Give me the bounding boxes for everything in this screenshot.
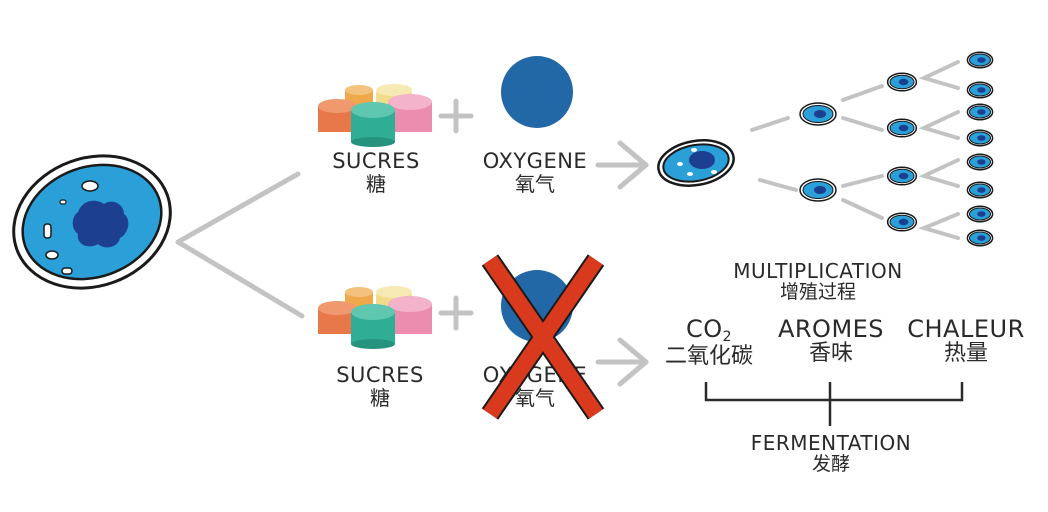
nucleus-icon (72, 200, 129, 248)
oxygen-label-zh: 氧气 (515, 172, 555, 197)
sugar-pile-icon-top (318, 84, 432, 147)
small-yeast-cell-icon (966, 153, 994, 171)
small-yeast-cell-icon (966, 103, 994, 121)
yeast-cell-large (12, 154, 172, 290)
sugar-pile-icon-bottom (318, 286, 432, 349)
product-co2-label-zh: 二氧化碳 (664, 344, 753, 370)
yeast-cell-medium (657, 139, 735, 187)
small-cells (799, 51, 994, 247)
multiplication-lines (750, 60, 960, 240)
fermentation-label: FERMENTATION 发酵 (726, 432, 936, 475)
small-yeast-cell-icon (966, 81, 994, 99)
small-yeast-cell-icon (799, 102, 837, 126)
product-co2: CO2 二氧化碳 (652, 316, 766, 370)
sugar-label-zh: 糖 (370, 386, 390, 411)
oxygen-label-bottom: OXYGENE 氧气 (470, 363, 600, 411)
sugar-label-zh: 糖 (366, 172, 386, 197)
fermentation-label-fr: FERMENTATION (750, 431, 912, 455)
product-chaleur: CHALEUR 热量 (898, 316, 1034, 367)
product-aromes-label: AROMES (777, 315, 885, 343)
small-yeast-cell-icon (886, 212, 918, 232)
small-yeast-cell-icon (966, 181, 994, 199)
fermentation-bracket (704, 382, 964, 426)
small-yeast-cell-icon (966, 205, 994, 223)
arrow-icon-top (595, 140, 649, 190)
branch-lines (175, 171, 305, 319)
multiplication-label-zh: 增殖过程 (779, 281, 856, 303)
product-co2-label: CO (685, 315, 723, 343)
sugar-label-fr: SUCRES (336, 363, 424, 387)
plus-icon-bottom (438, 295, 474, 331)
product-co2-subscript: 2 (722, 329, 733, 345)
fermentation-label-zh: 发酵 (811, 453, 850, 475)
oxygen-label-top: OXYGENE 氧气 (470, 149, 600, 197)
arrow-icon-bottom (595, 337, 649, 387)
oxygen-molecule-icon-top (501, 56, 573, 128)
multiplication-label-fr: MULTIPLICATION (733, 259, 903, 283)
small-yeast-cell-icon (886, 72, 918, 92)
product-chaleur-label: CHALEUR (907, 315, 1025, 343)
sugar-label-bottom: SUCRES 糖 (322, 363, 438, 411)
oxygen-label-fr: OXYGENE (482, 363, 588, 387)
small-yeast-cell-icon (886, 118, 918, 138)
oxygen-label-zh: 氧气 (515, 386, 555, 411)
product-chaleur-label-zh: 热量 (943, 341, 988, 367)
small-yeast-cell-icon (966, 129, 994, 147)
oxygen-label-fr: OXYGENE (482, 149, 588, 173)
sugar-label-top: SUCRES 糖 (318, 149, 434, 197)
small-yeast-cell-icon (886, 166, 918, 186)
small-yeast-cell-icon (966, 229, 994, 247)
sugar-label-fr: SUCRES (332, 149, 420, 173)
oxygen-molecule-icon-bottom (501, 270, 573, 342)
plus-icon-top (438, 98, 474, 134)
product-aromes-label-zh: 香味 (808, 341, 853, 367)
small-yeast-cell-icon (799, 178, 837, 202)
product-aromes: AROMES 香味 (770, 316, 892, 367)
small-yeast-cell-icon (966, 51, 994, 69)
multiplication-label: MULTIPLICATION 增殖过程 (710, 260, 926, 303)
